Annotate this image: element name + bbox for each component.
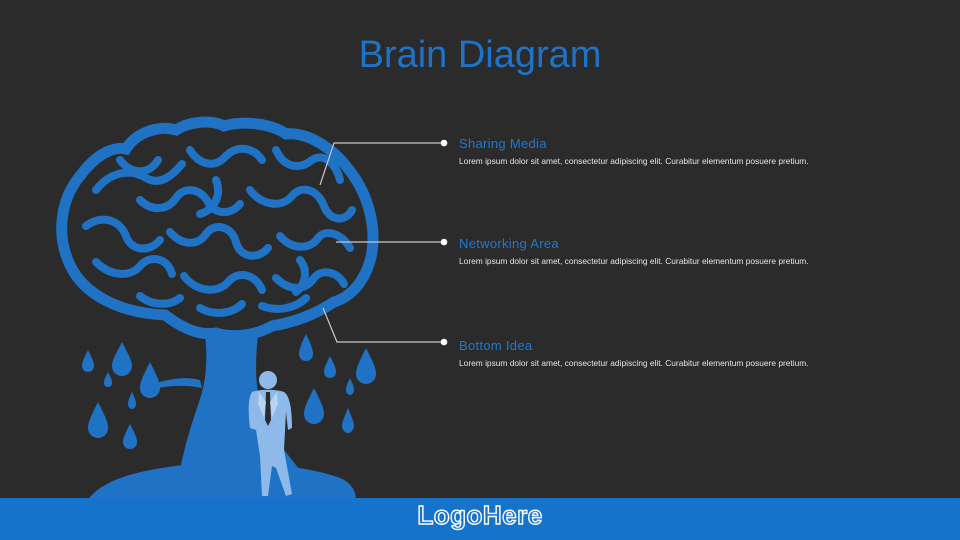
businessman-figure <box>248 371 292 496</box>
raindrop-icon <box>140 362 160 398</box>
item-description: Lorem ipsum dolor sit amet, consectetur … <box>459 256 809 266</box>
connector-dot <box>440 238 448 246</box>
connector-line-1 <box>319 142 444 186</box>
raindrop-icon <box>104 372 112 387</box>
raindrop-icon <box>324 356 336 378</box>
raindrop-icon <box>299 334 313 361</box>
raindrop-icon <box>88 402 108 438</box>
slide-title: Brain Diagram <box>358 34 602 76</box>
connector-dot <box>440 338 448 346</box>
brain-folds <box>82 144 356 317</box>
item-bottom-idea: Bottom Idea Lorem ipsum dolor sit amet, … <box>459 338 819 369</box>
item-title: Bottom Idea <box>459 338 533 353</box>
raindrop-icon <box>123 424 137 449</box>
item-title: Networking Area <box>459 236 559 251</box>
logo: LogoHere <box>417 499 543 530</box>
raindrop-icon <box>112 342 132 376</box>
item-sharing-media: Sharing Media Lorem ipsum dolor sit amet… <box>459 136 819 167</box>
raindrop-icon <box>342 408 354 433</box>
connector-dots <box>440 139 448 346</box>
connector-line-3 <box>322 307 444 343</box>
raindrop-icon <box>82 350 94 372</box>
tree-branch <box>152 378 202 389</box>
item-networking-area: Networking Area Lorem ipsum dolor sit am… <box>459 236 819 267</box>
raindrop-icon <box>356 348 376 384</box>
raindrop-icon <box>128 392 136 409</box>
raindrops <box>82 334 376 449</box>
footer-bar <box>0 498 960 540</box>
connector-dot <box>440 139 448 147</box>
item-description: Lorem ipsum dolor sit amet, consectetur … <box>459 156 809 166</box>
item-description: Lorem ipsum dolor sit amet, consectetur … <box>459 358 809 368</box>
item-title: Sharing Media <box>459 136 547 151</box>
connector-lines <box>319 142 444 343</box>
raindrop-icon <box>346 378 354 395</box>
raindrop-icon <box>304 388 324 424</box>
